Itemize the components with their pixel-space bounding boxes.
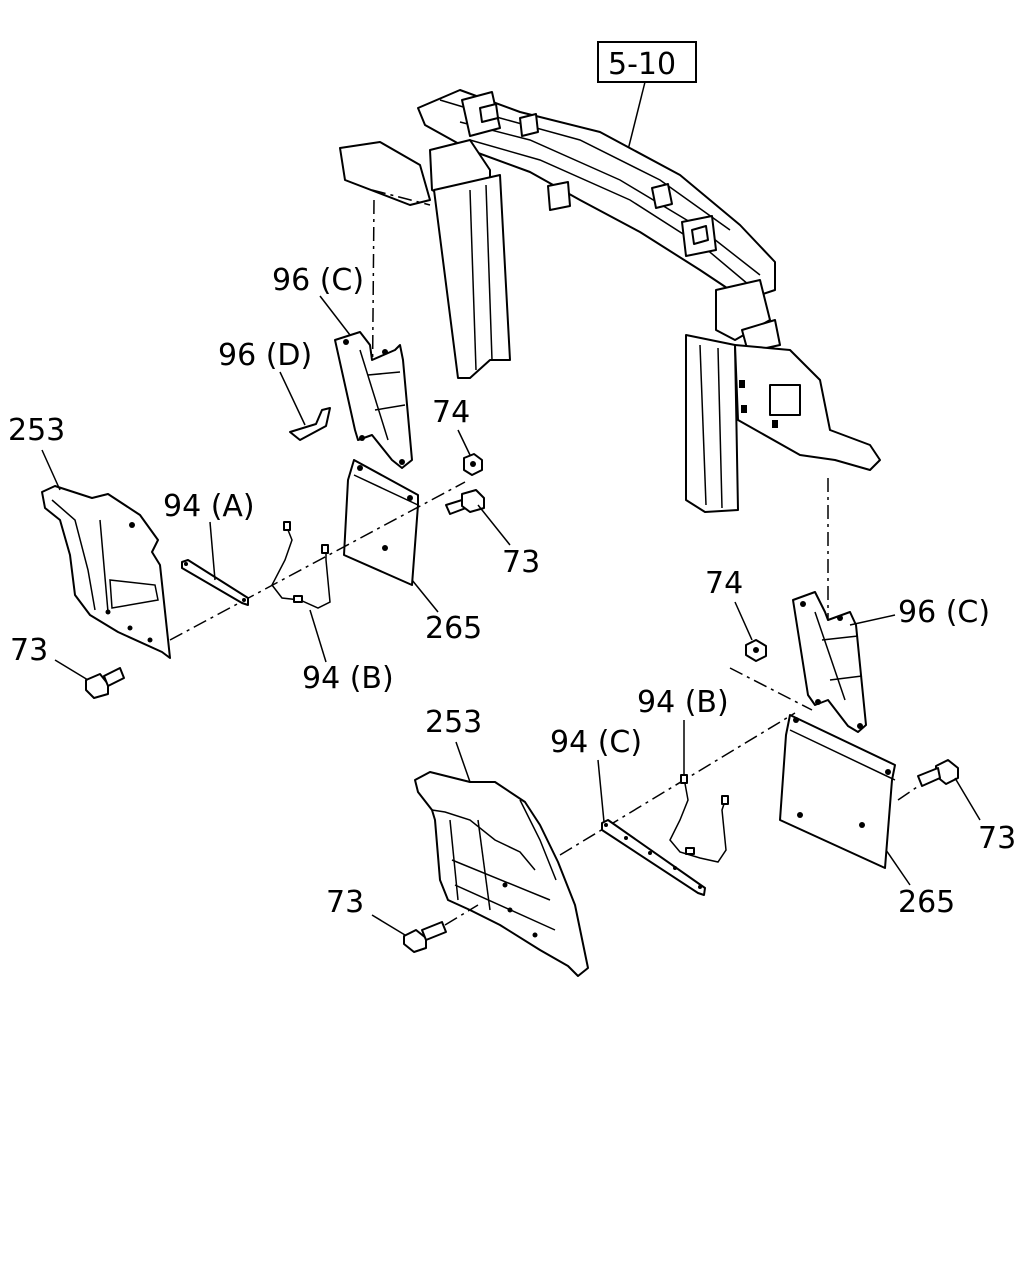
bracket-96c-top[interactable] [334, 331, 413, 469]
leader-74-right [734, 601, 753, 641]
mudflap-265-right[interactable] [779, 714, 896, 869]
leader-253-bottom [455, 741, 471, 783]
reference-box-5-10[interactable]: 5-10 [597, 41, 697, 83]
dashline-frame-left [371, 189, 431, 206]
radiator-support-frame [339, 89, 881, 513]
leader-73-left [54, 659, 89, 681]
label-94b-right: 94 (B) [637, 685, 729, 720]
label-73-bottom: 73 [326, 885, 364, 920]
label-253-left: 253 [8, 413, 65, 448]
leader-96d [279, 371, 306, 426]
leader-265-right [885, 849, 911, 886]
label-94b-left: 94 (B) [302, 661, 394, 696]
leader-96c-top [319, 295, 351, 336]
bolt-73-right[interactable] [917, 759, 959, 787]
label-74-top: 74 [432, 395, 470, 430]
label-96d: 96 (D) [218, 338, 312, 373]
label-265-right: 265 [898, 885, 955, 920]
strip-94a[interactable] [181, 559, 249, 606]
leader-73-mid [477, 504, 511, 546]
leader-94a [209, 521, 216, 581]
label-96c-top: 96 (C) [272, 263, 364, 298]
strip-94c[interactable] [601, 819, 706, 896]
label-94a: 94 (A) [163, 489, 255, 524]
leader-94b-left [309, 609, 327, 663]
nut-74-right[interactable] [745, 639, 767, 662]
reference-box-label: 5-10 [608, 47, 676, 82]
leader-253-left [41, 449, 61, 491]
leader-74-top [457, 429, 471, 456]
leader-73-right [954, 777, 981, 821]
bolt-73-bottom[interactable] [403, 921, 447, 953]
label-73-mid: 73 [502, 545, 540, 580]
wire-94b-left[interactable] [271, 521, 331, 609]
splash-guard-253-bottom[interactable] [414, 771, 589, 977]
label-265-left: 265 [425, 611, 482, 646]
label-73-left: 73 [10, 633, 48, 668]
dashline-bolt-bottom [444, 904, 479, 926]
bolt-73-left[interactable] [85, 667, 125, 699]
leader-265-left [411, 579, 439, 613]
label-73-right: 73 [978, 821, 1016, 856]
bracket-96c-right[interactable] [792, 591, 867, 733]
clip-96d[interactable] [289, 407, 331, 441]
dashline-right-assembly [559, 712, 796, 856]
label-96c-right: 96 (C) [898, 595, 990, 630]
dashline-bolt-right [897, 784, 921, 801]
label-94c: 94 (C) [550, 725, 642, 760]
wire-94b-right[interactable] [669, 774, 729, 863]
label-74-right: 74 [705, 566, 743, 601]
splash-guard-253-left[interactable] [41, 485, 171, 659]
bolt-73-mid[interactable] [445, 489, 485, 515]
mudflap-265-left[interactable] [343, 459, 419, 586]
leader-94c [597, 759, 605, 823]
leader-73-bottom [371, 914, 406, 936]
nut-74-top[interactable] [463, 453, 483, 476]
label-253-bottom: 253 [425, 705, 482, 740]
leader-96c-right [849, 614, 896, 626]
dashline-left-assembly [169, 481, 466, 641]
dashline-nut-right [729, 667, 813, 711]
